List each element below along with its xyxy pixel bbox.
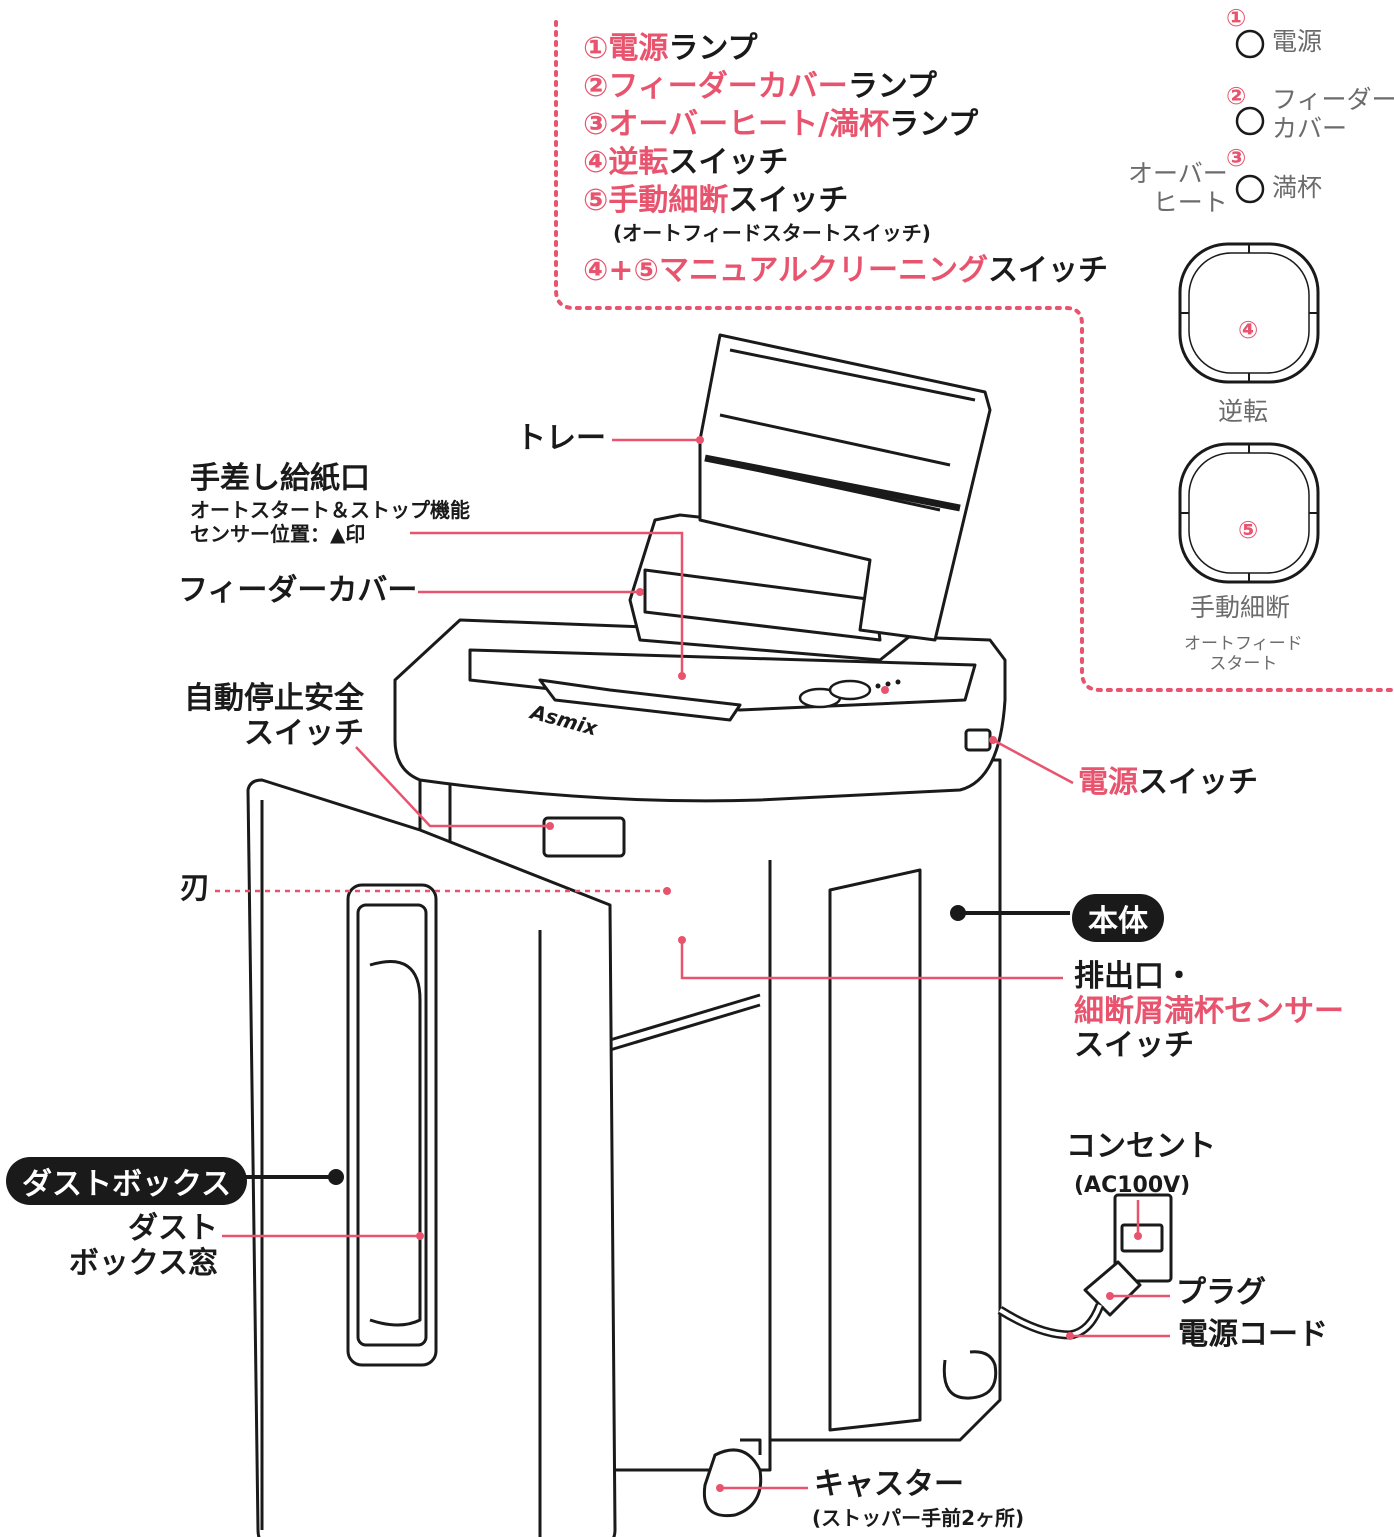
feature-item-reverse-switch: ④逆転スイッチ bbox=[583, 145, 789, 180]
label-socket-sub: (AC100V) bbox=[1074, 1173, 1191, 1198]
lamp-1-number: ① bbox=[1226, 4, 1247, 32]
label-dustbox-window: ダストボックス窓 bbox=[68, 1211, 218, 1281]
feature-item-manual-shred-switch: ⑤手動細断スイッチ bbox=[583, 183, 849, 218]
label-tray: トレー bbox=[516, 421, 606, 456]
label-power-switch: 電源スイッチ bbox=[1078, 765, 1258, 800]
front-caster bbox=[702, 1448, 763, 1518]
lamp-2-label: フィーダーカバー bbox=[1272, 85, 1394, 143]
button-5-label: 手動細断 bbox=[1190, 593, 1291, 622]
feature-list: ①電源ランプ ②フィーダーカバーランプ ③オーバーヒート/満杯ランプ ④逆転スイ… bbox=[583, 30, 1108, 290]
lamp-1-icon bbox=[1235, 29, 1265, 59]
lamp-2-number: ② bbox=[1226, 82, 1247, 110]
lamp-1-label: 電源 bbox=[1272, 27, 1323, 56]
label-blade: 刃 bbox=[180, 871, 210, 906]
lamp-3-icon bbox=[1235, 174, 1265, 204]
label-power-cord: 電源コード bbox=[1178, 1317, 1328, 1352]
label-socket: コンセント bbox=[1066, 1129, 1216, 1164]
feature-item-manual-cleaning-switch: ④+⑤マニュアルクリーニングスイッチ bbox=[583, 253, 1109, 288]
button-5-number: ⑤ bbox=[1238, 516, 1259, 544]
label-plug: プラグ bbox=[1176, 1275, 1266, 1310]
lamp-3-number: ③ bbox=[1226, 144, 1247, 172]
button-4-icon bbox=[1178, 242, 1320, 384]
button-4-number: ④ bbox=[1238, 316, 1259, 344]
label-manual-feed: 手差し給紙口 bbox=[190, 461, 370, 496]
label-manual-feed-sub1: オートスタート＆ストップ機能 bbox=[190, 498, 470, 522]
label-caster: キャスター bbox=[814, 1467, 964, 1502]
lamp-3-left-label: オーバーヒート bbox=[1128, 159, 1228, 217]
label-caster-sub: (ストッパー手前2ヶ所) bbox=[812, 1506, 1025, 1530]
label-feeder-cover: フィーダーカバー bbox=[178, 573, 418, 608]
feature-item-feeder-cover-lamp: ②フィーダーカバーランプ bbox=[583, 69, 937, 104]
label-body-pill: 本体 bbox=[1072, 894, 1164, 942]
label-dustbox-pill: ダストボックス bbox=[6, 1157, 248, 1205]
label-auto-stop-switch: 自動停止安全スイッチ bbox=[184, 681, 364, 751]
feature-list-frame bbox=[554, 20, 1394, 692]
label-manual-feed-sub2: センサー位置：▲印 bbox=[190, 522, 366, 546]
button-5-sub-label: オートフィードスタート bbox=[1184, 634, 1303, 675]
feature-item-power-lamp: ①電源ランプ bbox=[583, 31, 758, 66]
lamp-2-icon bbox=[1235, 106, 1265, 136]
lamp-3-right-label: 満杯 bbox=[1272, 173, 1323, 202]
button-5-icon bbox=[1178, 442, 1320, 584]
feature-item-overheat-lamp: ③オーバーヒート/満杯ランプ bbox=[583, 107, 979, 142]
button-4-label: 逆転 bbox=[1218, 397, 1269, 426]
label-outlet-sensor: 排出口・細断屑満杯センサースイッチ bbox=[1074, 959, 1344, 1063]
feature-item-autofeed-note: (オートフィードスタートスイッチ) bbox=[613, 221, 931, 245]
